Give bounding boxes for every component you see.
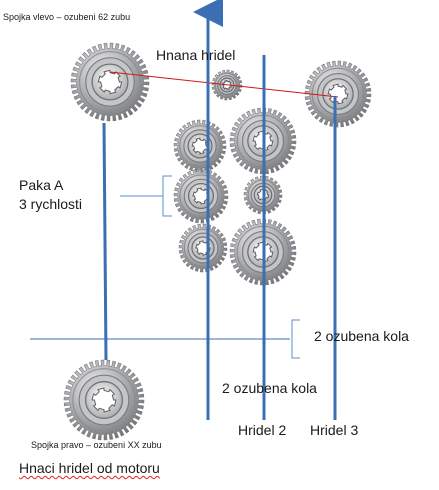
paka-gear-2 [173,168,229,224]
paka-gear-1 [173,119,227,173]
lever-bracket [162,175,172,217]
drive-shaft-line [102,122,108,361]
clutch-gear-left [70,42,150,122]
label-shaft-3: Hridel 3 [310,422,359,438]
connector-red-line [109,71,339,98]
label-lever-a: Paka A [19,177,64,193]
clutch-gear-right [63,359,145,441]
gear-pair-bracket [291,319,300,359]
label-clutch-left: Spojka vlevo – ozubeni 62 zubu [3,12,131,22]
label-clutch-right: Spojka pravo – ozubeni XX zubu [31,440,162,450]
label-gear-pair-bottom: 2 ozubena kola [222,380,317,396]
label-driven-shaft: Hnana hridel [156,47,236,63]
label-lever-speeds: 3 rychlosti [19,196,83,212]
paka-gear-3 [178,223,228,273]
label-gear-pair-right: 2 ozubena kola [314,328,409,344]
label-shaft-2: Hridel 2 [238,422,287,438]
label-drive-shaft-motor: Hnaci hridel od motoru [19,460,160,476]
